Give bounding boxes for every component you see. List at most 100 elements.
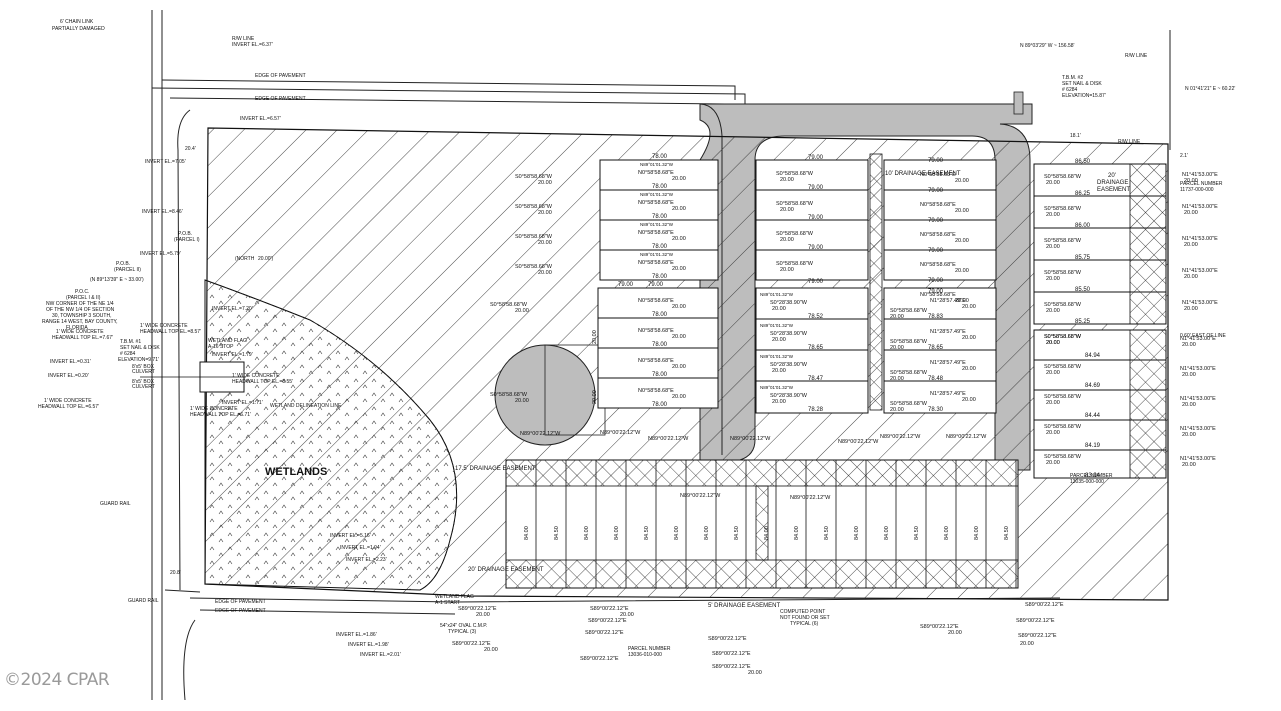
block-g-lot-width: 85.25 xyxy=(1075,319,1091,325)
block-b-east-bearing: N0°58'58.68"E xyxy=(638,298,674,304)
poc-g: FLORIDA xyxy=(66,325,88,331)
box-culvert-2b: CULVERT xyxy=(132,384,155,390)
poc-d: OF THE NW 1/4 OF SECTION xyxy=(46,307,115,313)
block-b-west-dist: 20.00 xyxy=(515,398,529,404)
south-s-dist: 20.00 xyxy=(620,612,634,618)
tbm1-label: T.B.M. #1 xyxy=(120,339,141,345)
box-culvert-2: 8'x5' BOX xyxy=(132,379,155,385)
block-c-bottom: 79.00 xyxy=(808,279,824,285)
block-g-east-dist: 20.00 xyxy=(1184,210,1198,216)
note-right-bearing: N 01°41'21" E ~ 60.22' xyxy=(1185,86,1235,92)
headwall-4: 1' WIDE CONCRETE xyxy=(232,373,280,379)
block-a-west-dist: 20.00 xyxy=(538,210,552,216)
south-row-bearing: N89°00'22.12"W xyxy=(600,430,641,436)
block-d-bearing: N0°58'58.68"E xyxy=(920,292,956,298)
note-edge-pavement-1: EDGE OF PAVEMENT xyxy=(255,73,306,79)
block-b-east-bearing: N0°58'58.68"E xyxy=(638,358,674,364)
left-bearing: (N 89°13'39" E ~ 33.00') xyxy=(90,277,144,283)
invert-5: INVERT EL.=7.20' xyxy=(212,306,253,312)
block-c-dist: 20.00 xyxy=(780,207,794,213)
south-lot-depth: 84.00 xyxy=(974,526,980,540)
block-b-west-dist: 20.00 xyxy=(515,308,529,314)
drainage-20-right-b: DRAINAGE xyxy=(1097,180,1128,186)
note-rw-line-right-2: R/W LINE xyxy=(1118,139,1141,145)
dist-top-left: 20.4' xyxy=(185,146,196,152)
block-f-lot-width: 78.48 xyxy=(928,376,944,382)
block-e-lot-width: 78.65 xyxy=(808,345,824,351)
block-d-lot-width: 79.00 xyxy=(928,278,944,284)
block-g-west-dist: 20.00 xyxy=(1046,180,1060,186)
block-a-lot-bearing: N89°01'01.32"W xyxy=(640,162,674,167)
block-g-east-dist: 20.00 xyxy=(1184,178,1198,184)
block-g-east-bearing: N1°41'53.00"E xyxy=(1182,236,1218,242)
south-s-dist: 20.00 xyxy=(1020,641,1034,647)
poc-f: RANGE 14 WEST, BAY COUNTY, xyxy=(42,319,118,325)
headwall-5b: HEADWALL TOP EL.=6.71' xyxy=(190,412,251,418)
wetlands-area xyxy=(204,279,458,591)
south-s-bearing: S89°00'22.12"E xyxy=(588,618,627,624)
computed-point: COMPUTED POINT xyxy=(780,609,825,615)
note-edge-pavement-2: EDGE OF PAVEMENT xyxy=(255,96,306,102)
south-s-bearing: S89°00'22.12"E xyxy=(1016,618,1055,624)
headwall-4b: HEADWALL TOP EL.=8.55' xyxy=(232,379,293,385)
south-s-dist: 20.00 xyxy=(476,612,490,618)
block-a-west-bearing: S0°58'58.68"W xyxy=(515,234,553,240)
block-e-lot-bearing: N89°01'01.32"W xyxy=(760,292,794,297)
block-g-east-dist: 20.00 xyxy=(1184,242,1198,248)
block-f-dist: 20.00 xyxy=(962,397,976,403)
box-culvert-1: 8'x5' BOX xyxy=(132,364,155,370)
block-h-lot-width: 84.19 xyxy=(1085,443,1101,449)
block-f-bearing: N1°28'57.49"E xyxy=(930,391,966,397)
south-lot-depth: 84.00 xyxy=(614,526,620,540)
block-e-lot-bearing: N89°01'01.32"W xyxy=(760,354,794,359)
block-d-bearing: N0°58'58.68"E xyxy=(920,172,956,178)
block-c-lot-width: 79.00 xyxy=(808,245,824,251)
tbm2-label: T.B.M. #2 xyxy=(1062,75,1083,81)
block-e-bearing: S0°28'38.90"W xyxy=(770,362,808,368)
oval-cmp-b: TYPICAL (3) xyxy=(448,629,476,635)
block-b-west-bearing: S0°58'58.68"W xyxy=(490,302,528,308)
poc-label: P.O.C. xyxy=(75,289,89,295)
block-d-bearing: N0°58'58.68"E xyxy=(920,202,956,208)
block-f-bearing: N1°28'57.49"E xyxy=(930,329,966,335)
block-h-west-bearing: S0°58'58.68"W xyxy=(1044,454,1082,460)
south-lot-depth: 84.00 xyxy=(674,526,680,540)
parcel-number-c-val: 13036-010-000 xyxy=(628,652,662,658)
block-g-east-dist: 20.00 xyxy=(1184,306,1198,312)
block-g-east-bearing: N1°41'53.00"E xyxy=(1182,300,1218,306)
invert-2: INVERT EL.=7.05' xyxy=(145,159,186,165)
block-a-lot-bearing: N89°01'01.32"W xyxy=(640,222,674,227)
block-c-bearing: S0°58'58.68"W xyxy=(776,171,814,177)
block-b-east-dist: 20.00 xyxy=(672,304,686,310)
block-b-lot-width: 78.00 xyxy=(652,402,668,408)
drainage-easement-17: 17.5' DRAINAGE EASEMENT xyxy=(455,466,536,472)
parcel-number-a-val: 11737-000-000 xyxy=(1180,187,1214,193)
block-b-east-bearing: N0°58'58.68"E xyxy=(638,328,674,334)
block-f-dist: 20.00 xyxy=(962,304,976,310)
block-h-lot-width: 84.69 xyxy=(1085,383,1101,389)
pob-label: P.O.B. xyxy=(178,231,192,237)
block-d-bottom: 79.00 xyxy=(928,289,944,295)
block-g-lot-width: 85.50 xyxy=(1075,287,1091,293)
block-f-west-dist: 20.00 xyxy=(890,314,904,320)
pob-parcel: (PARCEL I) xyxy=(174,237,200,243)
tbm2-label-c: # 6284 xyxy=(1062,87,1078,93)
south-lot-depth: 84.50 xyxy=(554,526,560,540)
south-lot-depth: 84.50 xyxy=(734,526,740,540)
block-d-lot-width: 79.00 xyxy=(928,188,944,194)
block-g-west-bearing: S0°58'58.68"W xyxy=(1044,270,1082,276)
drainage-easement-10: 10' DRAINAGE EASEMENT xyxy=(885,171,961,177)
block-c-dist: 20.00 xyxy=(780,177,794,183)
block-a-west-dist: 20.00 xyxy=(538,180,552,186)
copyright-watermark: ©2024 CPAR xyxy=(4,670,110,690)
computed-point-b: NOT FOUND OR SET xyxy=(780,615,830,621)
block-g-lot-width: 86.00 xyxy=(1075,223,1091,229)
south-row-bearing: N89°00'22.12"W xyxy=(648,436,689,442)
block-a-east-bearing: N0°58'58.68"E xyxy=(638,260,674,266)
south-lot-depth: 84.00 xyxy=(524,526,530,540)
invert-4: INVERT EL.=5.79' xyxy=(140,251,181,257)
block-h-east-dist: 20.00 xyxy=(1182,462,1196,468)
invert-3: INVERT EL.=8.46' xyxy=(142,209,183,215)
block-g-east-bearing: N1°41'53.00"E xyxy=(1182,172,1218,178)
block-h-east-dist: 20.00 xyxy=(1182,402,1196,408)
